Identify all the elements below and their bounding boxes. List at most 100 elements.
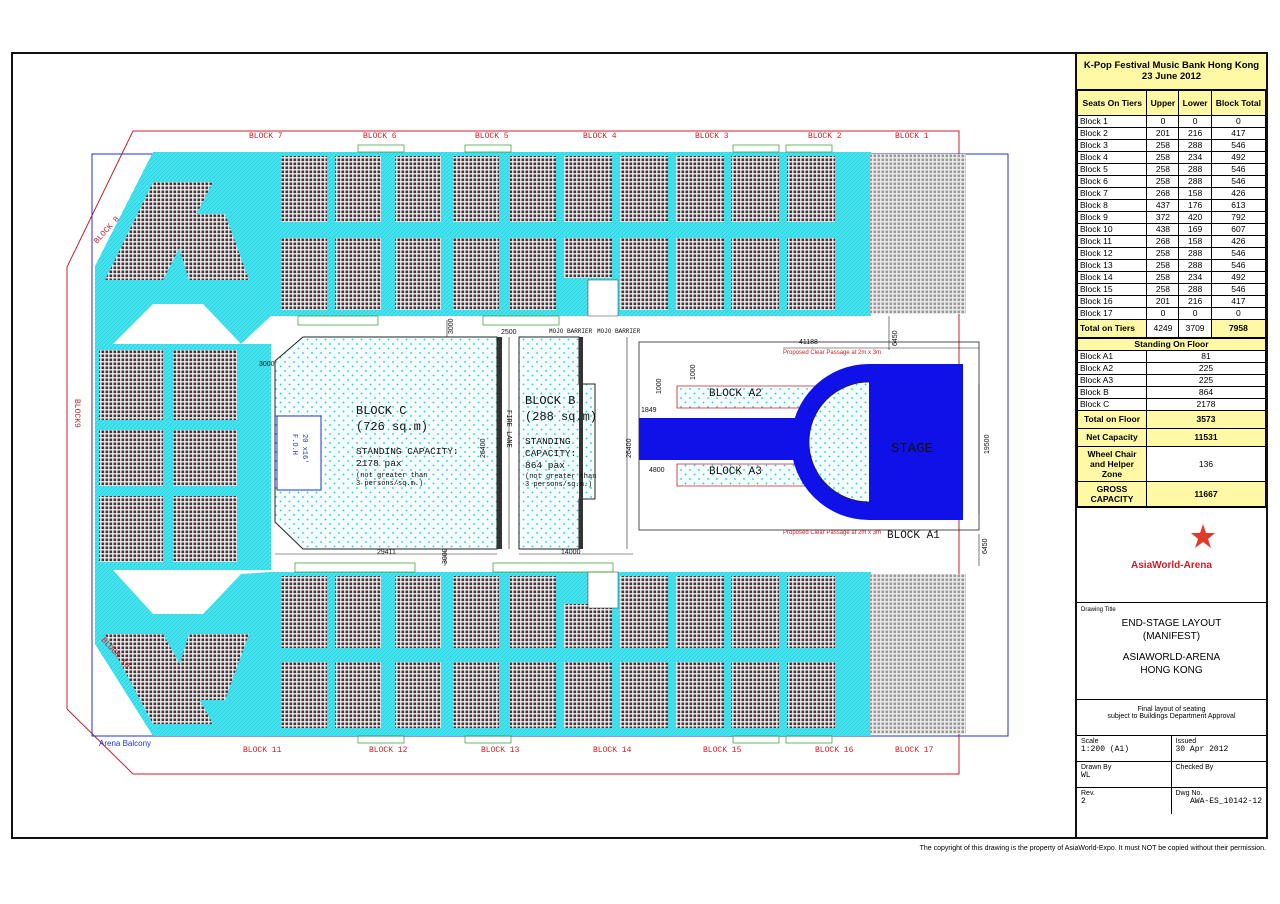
standing-label: Block A2 [1077, 362, 1147, 375]
info-panel: K-Pop Festival Music Bank Hong Kong 23 J… [1075, 54, 1267, 837]
row-value: 288 [1178, 139, 1212, 152]
standing-label: Block A3 [1077, 374, 1147, 387]
note-line1: Final layout of seating [1137, 706, 1206, 713]
drawing-title-4: HONG KONG [1140, 665, 1203, 676]
passage-top: Proposed Clear Passage at 2m x 3m [783, 350, 881, 356]
checked-by-label: Checked By [1175, 764, 1214, 771]
logo-text: AsiaWorld-Arena [1131, 559, 1212, 571]
top-tier [271, 152, 966, 317]
block-label-2: BLOCK 2 [808, 132, 842, 141]
row-label: Block 11 [1076, 235, 1148, 248]
dwg-value: AWA-ES_10142-12 [1189, 797, 1262, 806]
gross-capacity-value: 11667 [1146, 481, 1266, 507]
standing-value: 2178 [1146, 398, 1266, 411]
row-label: Block 9 [1076, 211, 1148, 224]
row-label: Block 13 [1076, 259, 1148, 272]
fire-lane-label: FIRE LANE [504, 410, 512, 448]
row-value: 158 [1178, 187, 1212, 200]
dim-6450-a: 6450 [892, 330, 899, 346]
block-b-area: (288 sq.m) [525, 410, 597, 424]
issued-value: 30 Apr 2012 [1175, 745, 1229, 754]
block-b-note2: 3 persons/sq.m.) [525, 481, 592, 489]
row-value: 0 [1178, 307, 1212, 320]
row-value: 607 [1210, 223, 1267, 236]
dim-3000-c: 3000 [442, 548, 449, 564]
block-label-12: BLOCK 12 [369, 746, 408, 755]
copyright-notice: The copyright of this drawing is the pro… [919, 845, 1266, 852]
drawing-title-1: END-STAGE LAYOUT [1121, 618, 1222, 629]
block-c-area: (726 sq.m) [356, 420, 428, 434]
row-label: Block 1 [1076, 115, 1148, 128]
row-value: 268 [1146, 187, 1180, 200]
block-label-4: BLOCK 4 [583, 132, 617, 141]
star-logo-icon [1191, 524, 1215, 548]
row-label: Block 6 [1076, 175, 1148, 188]
block-label-6: BLOCK 6 [363, 132, 397, 141]
row-value: 0 [1146, 307, 1180, 320]
net-capacity-value: 11531 [1146, 428, 1266, 447]
standing-value: 225 [1146, 374, 1266, 387]
row-value: 437 [1146, 199, 1180, 212]
row-value: 258 [1146, 175, 1180, 188]
row-value: 546 [1210, 175, 1267, 188]
dimension-lines [275, 316, 980, 566]
row-value: 420 [1178, 211, 1212, 224]
tiers-total-value: 4249 [1146, 319, 1180, 338]
row-label: Block 17 [1076, 307, 1148, 320]
stage-runway [639, 418, 799, 460]
event-title: K-Pop Festival Music Bank Hong Kong 23 J… [1077, 54, 1266, 90]
col-header-total: Block Total [1210, 90, 1267, 116]
dim-4800: 4800 [649, 467, 665, 474]
scale-label: Scale [1081, 738, 1099, 745]
row-value: 258 [1146, 163, 1180, 176]
event-title-line2: 23 June 2012 [1141, 71, 1202, 82]
row-value: 492 [1210, 271, 1267, 284]
row-label: Block 12 [1076, 247, 1148, 260]
block-b-cap-label2: CAPACITY: [525, 448, 576, 459]
row-value: 158 [1178, 235, 1212, 248]
drawn-by-value: WL [1081, 771, 1091, 780]
gross-capacity-label: GROSS CAPACITY [1077, 481, 1147, 507]
rev-value: 2 [1081, 797, 1086, 806]
block-b-cap: 864 pax [525, 460, 565, 471]
passage-bottom: Proposed Clear Passage at 2m x 3m [783, 530, 881, 536]
row-value: 201 [1146, 295, 1180, 308]
stage-block [869, 364, 963, 520]
row-value: 426 [1210, 235, 1267, 248]
stage-area [638, 341, 980, 531]
row-value: 234 [1178, 151, 1212, 164]
row-value: 216 [1178, 295, 1212, 308]
block-label-5: BLOCK 5 [475, 132, 509, 141]
block-label-14: BLOCK 14 [593, 746, 632, 755]
row-value: 492 [1210, 151, 1267, 164]
dim-2500: 2500 [501, 329, 517, 336]
dwg-label: Dwg No. [1175, 790, 1203, 797]
mojo-barrier-1: MOJO BARRIER [549, 328, 593, 335]
row-value: 792 [1210, 211, 1267, 224]
row-label: Block 15 [1076, 283, 1148, 296]
left-tiers [95, 152, 271, 736]
row-value: 216 [1178, 127, 1212, 140]
block-label-13: BLOCK 13 [481, 746, 520, 755]
row-value: 438 [1146, 223, 1180, 236]
row-label: Block 7 [1076, 187, 1148, 200]
block-c-cap-label: STANDING CAPACITY: [356, 446, 459, 457]
stage-label: STAGE [891, 441, 933, 457]
row-value: 258 [1146, 247, 1180, 260]
arena-balcony-label: Arena Balcony [99, 739, 151, 748]
dim-14000: 14000 [561, 549, 581, 556]
block-label-1: BLOCK 1 [895, 132, 929, 141]
row-value: 288 [1178, 175, 1212, 188]
block-label-3: BLOCK 3 [695, 132, 729, 141]
block-label-15: BLOCK 15 [703, 746, 742, 755]
